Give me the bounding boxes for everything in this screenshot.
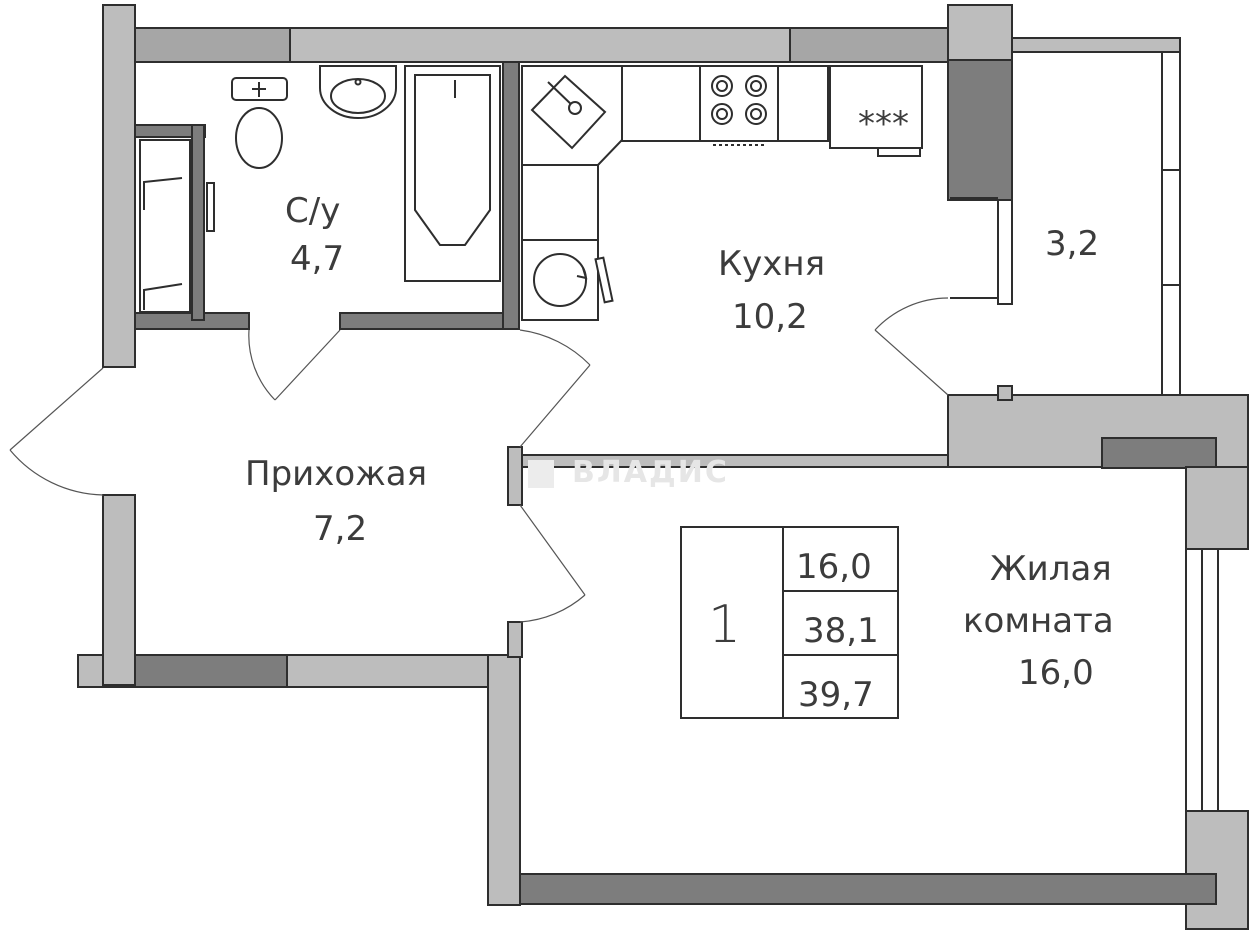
wall-hallway-bottom [77,494,489,688]
watermark: ВЛАДИС [528,455,729,490]
sink-icon [319,65,397,119]
kitchen-name: Кухня [718,244,825,284]
wall-left-upper [102,4,136,368]
door-kitchen [519,329,591,448]
watermark-text: ВЛАДИС [572,455,729,490]
washing-machine-icon [521,239,614,321]
wall-top-right-pillar [947,4,1181,201]
total-with-balcony-value: 39,7 [798,675,874,715]
hallway-name: Прихожая [245,454,427,494]
rooms-count: 1 [708,595,741,655]
wall-kitchen-living [507,385,1249,506]
wall-partitions [134,61,520,330]
door-bathroom [248,329,341,401]
living-area-value: 16,0 [796,547,872,587]
living-area: 16,0 [1018,653,1094,693]
fridge-icon: *** [829,65,923,157]
wall-living-right [1185,466,1249,930]
bathroom-area: 4,7 [290,239,344,279]
kitchen-area: 10,2 [732,297,808,337]
kitchen-cabinet [521,65,829,241]
total-area-value: 38,1 [803,611,879,651]
stove-icon [699,65,779,146]
wall-living-bottom [487,621,1217,906]
living-name-line2: комната [963,601,1114,641]
bathtub-icon [404,65,501,282]
toilet-icon [231,77,288,169]
door-entrance [9,367,104,496]
balcony-frame [950,51,1181,401]
fridge-marks: *** [858,104,909,144]
door-living [519,504,586,623]
door-balcony [874,297,949,396]
hallway-area: 7,2 [313,509,367,549]
kitchen-sink-icon [521,65,623,166]
bathroom-name: С/у [285,191,340,231]
utility-cabinet-icon [139,139,215,313]
living-name-line1: Жилая [990,549,1112,589]
balcony-area: 3,2 [1045,224,1099,264]
wall-top [134,27,951,63]
area-summary-table: 1 16,0 38,1 39,7 [680,526,899,719]
